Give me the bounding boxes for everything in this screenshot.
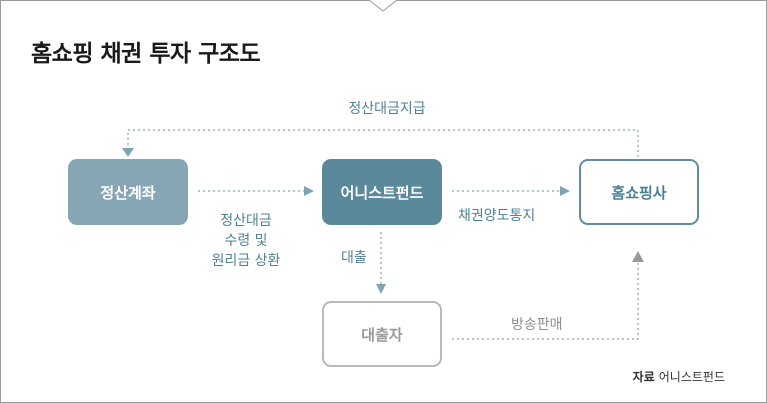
fund-box: 어니스트펀드 (322, 159, 442, 225)
repayment-label-line-2: 수령 및 (224, 233, 268, 249)
source-label: 자료 (632, 370, 655, 384)
settlement-payment-arrow (127, 129, 639, 157)
repayment-label-line-3: 원리금 상환 (211, 253, 281, 269)
borrower-box: 대출자 (322, 301, 442, 367)
settlement-repayment-label: 정산대금 수령 및 원리금 상환 (196, 211, 296, 271)
diagram-title: 홈쇼핑 채권 투자 구조도 (31, 41, 261, 67)
settlement-payment-arrowhead (122, 148, 134, 157)
top-notch (368, 0, 398, 12)
settlement-account-box: 정산계좌 (68, 159, 188, 225)
homeshopping-box: 홈쇼핑사 (579, 159, 699, 225)
repayment-label-line-1: 정산대금 (220, 213, 272, 229)
loan-label: 대출 (341, 250, 367, 266)
loan-arrowhead (376, 284, 386, 294)
broadcast-sales-arrow (452, 262, 639, 340)
repayment-arrowhead (304, 186, 314, 196)
broadcast-sales-label: 방송판매 (511, 317, 563, 333)
source-name: 어니스트펀드 (658, 370, 725, 384)
broadcast-sales-arrowhead (632, 251, 644, 262)
settlement-payment-label: 정산대금지급 (348, 101, 426, 117)
bond-transfer-notice-label: 채권양도통지 (458, 208, 536, 224)
bond-notice-arrowhead (560, 186, 570, 196)
